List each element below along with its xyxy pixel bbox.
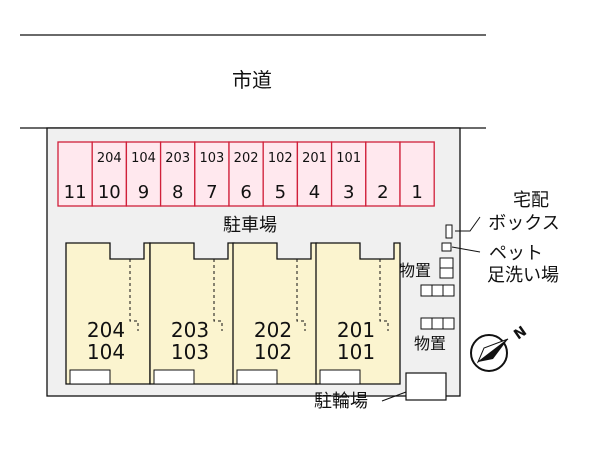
parking-slot-number: 2: [377, 182, 388, 203]
building-unit-upper: 201: [337, 318, 375, 342]
parking-slot-unit: 102: [268, 151, 293, 166]
parking-slot: [296, 141, 333, 207]
parking-slot: [91, 141, 128, 207]
storage-label-2: 物置: [414, 334, 446, 353]
pet-wash-leader: [451, 246, 481, 253]
parking-slot-number: 5: [275, 182, 286, 203]
building-partition: [129, 259, 139, 331]
parking-slot-number: 10: [98, 182, 121, 203]
storage-1-cell-a: [439, 257, 454, 269]
storage-2-cell-b: [431, 317, 444, 330]
bicycle-parking-leader: [381, 391, 407, 402]
building-partition: [213, 259, 223, 331]
parking-slot-number: 8: [172, 182, 183, 203]
parking-slot-number: 6: [240, 182, 251, 203]
parking-slot-unit: 103: [199, 151, 224, 166]
parking-slot-number: 11: [64, 182, 87, 203]
building-unit-lower: 104: [87, 340, 125, 364]
building-unit-lower: 102: [254, 340, 292, 364]
building-entrance: [153, 369, 195, 385]
pet-wash-label-line2: 足洗い場: [487, 265, 559, 286]
storage-2-cell-c: [442, 317, 455, 330]
parking-slot: [125, 141, 162, 207]
bicycle-parking: [405, 372, 447, 401]
delivery-box-leader: [455, 216, 481, 232]
parking-slot-unit: 203: [165, 151, 190, 166]
compass-icon: N: [470, 323, 530, 372]
road-label: 市道: [232, 68, 272, 92]
parking-slot: [262, 141, 299, 207]
parking-slot-unit: 204: [97, 151, 122, 166]
bicycle-parking-label: 駐輪場: [314, 391, 368, 412]
parking-slot-number: 4: [309, 182, 320, 203]
parking-slot-number: 1: [411, 182, 422, 203]
storage-1-row-a: [420, 284, 433, 297]
parking-area: 11 204 10 104 9 203 8 103 7 202 6 102 5 201 4 101 3 2 1: [57, 141, 435, 207]
building-partition: [379, 259, 389, 331]
compass-label: N: [511, 323, 530, 343]
parking-slot-number: 7: [206, 182, 217, 203]
parking-slot: [330, 141, 367, 207]
building-entrance: [69, 369, 111, 385]
delivery-box: [445, 224, 453, 239]
parking-slot: [399, 141, 435, 207]
storage-1-row-c: [442, 284, 455, 297]
building-unit-lower: 103: [171, 340, 209, 364]
parking-slot-unit: 101: [336, 151, 361, 166]
storage-1-row-b: [431, 284, 444, 297]
parking-label: 駐車場: [223, 215, 277, 236]
parking-slot: [365, 141, 401, 207]
parking-slot-unit: 202: [234, 151, 259, 166]
building-unit-upper: 204: [87, 318, 125, 342]
building-partition: [296, 259, 306, 331]
storage-2-cell-a: [420, 317, 433, 330]
parking-slot: [228, 141, 264, 207]
parking-slot-unit: 104: [131, 151, 156, 166]
storage-label-1: 物置: [399, 261, 431, 280]
storage-1-cell-b: [439, 267, 454, 279]
building-entrance: [236, 369, 278, 385]
delivery-box-label-line1: 宅配: [513, 190, 549, 211]
pet-wash-label-line1: ペット: [489, 243, 543, 264]
parking-slot: [194, 141, 230, 207]
parking-slot-number: 9: [138, 182, 149, 203]
building-unit-upper: 203: [171, 318, 209, 342]
building-unit-lower: 101: [337, 340, 375, 364]
parking-slot-unit: 201: [302, 151, 327, 166]
pet-wash-area: [441, 242, 452, 252]
parking-slot-number: 3: [343, 182, 354, 203]
delivery-box-label-line2: ボックス: [488, 213, 559, 234]
building-unit-upper: 202: [254, 318, 292, 342]
building-entrance: [319, 369, 361, 385]
